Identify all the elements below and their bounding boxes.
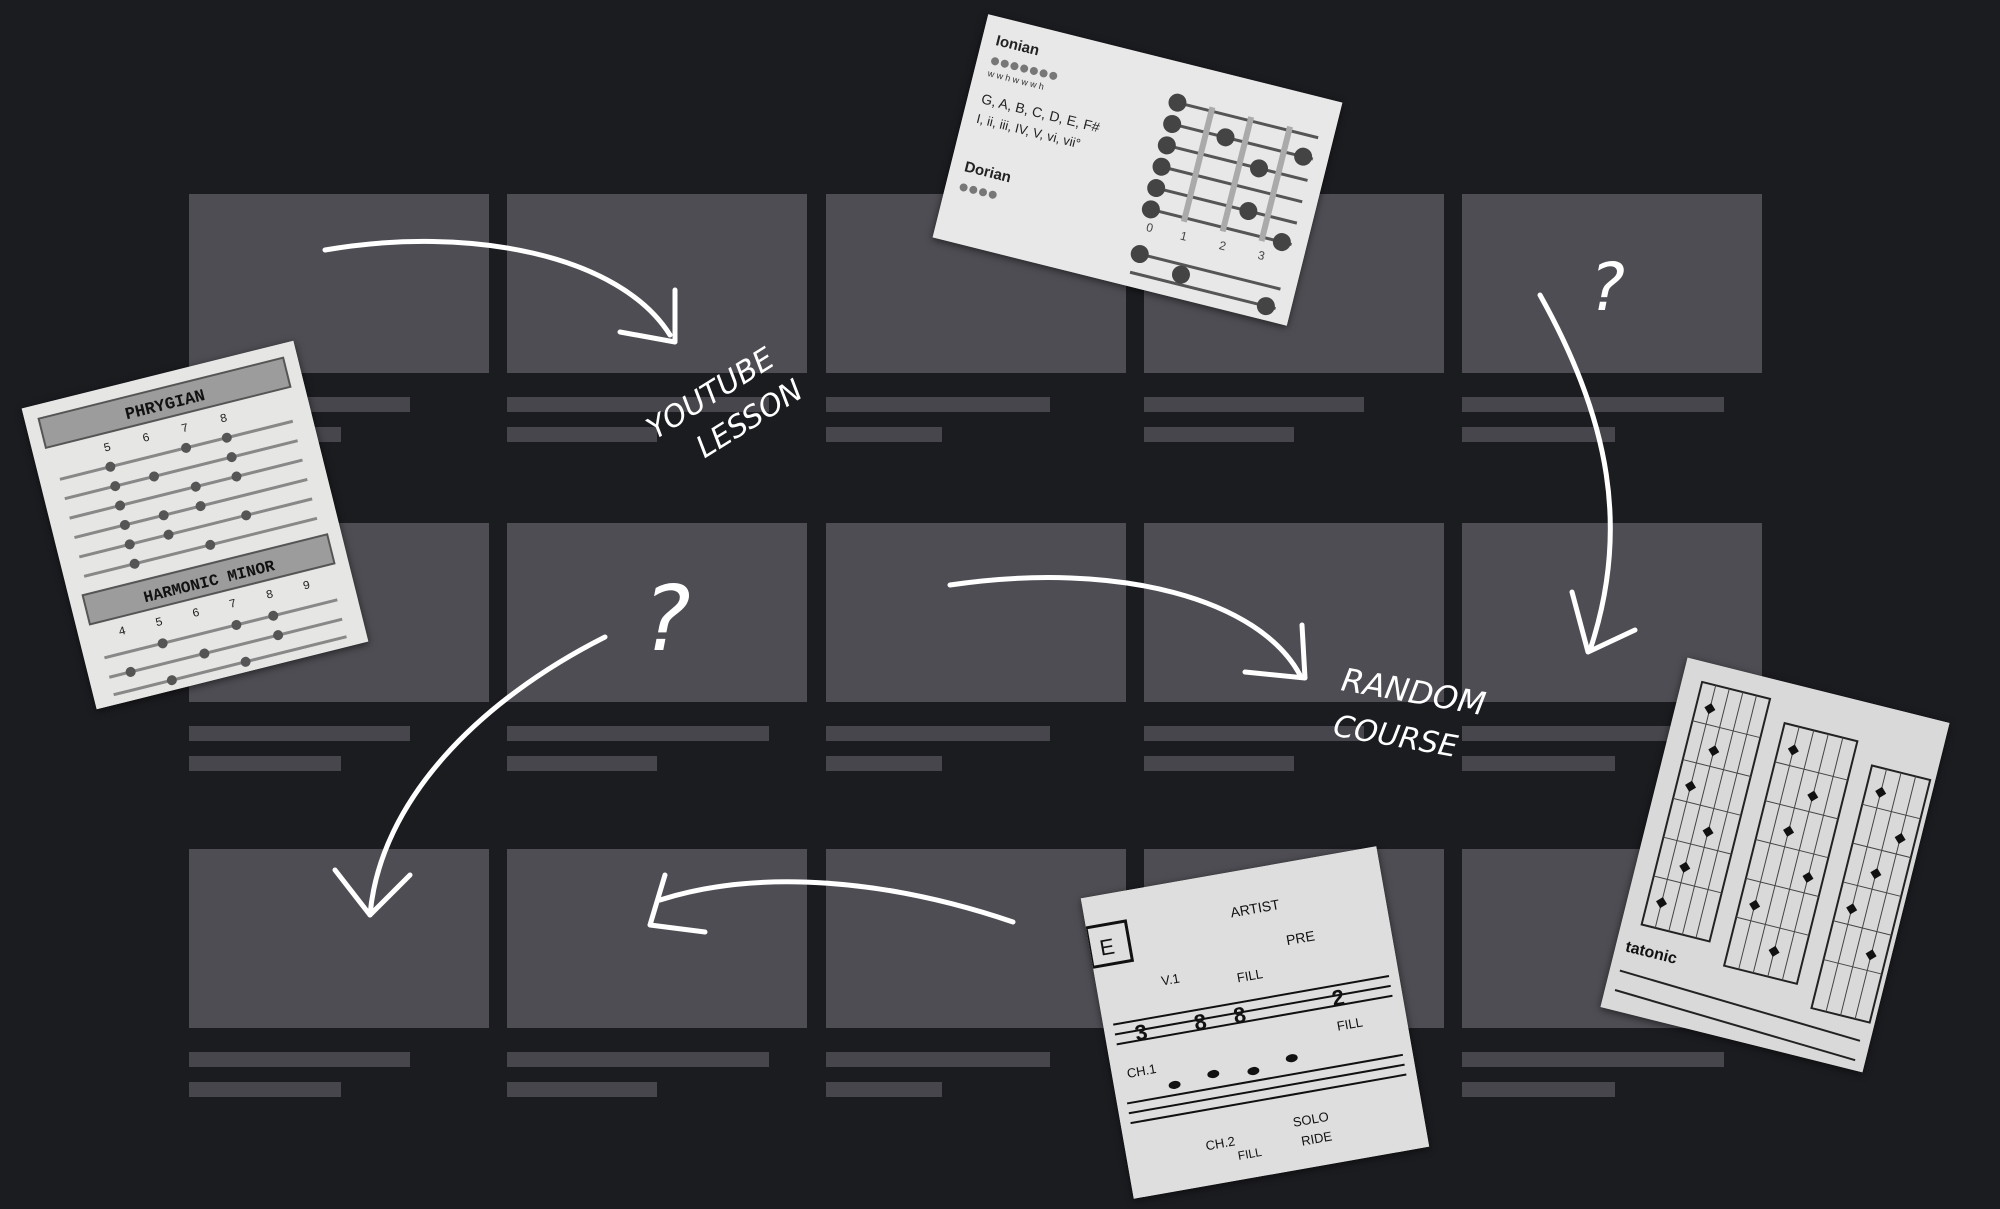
placeholder-subtitle-line [1144,756,1294,771]
placeholder-title-line [1144,397,1364,412]
placeholder-subtitle-line [507,427,657,442]
chart-label: PRE [1285,927,1316,948]
placeholder-title-line [507,397,769,412]
placeholder-subtitle-line [507,1082,657,1097]
pentatonic-scale-sheet: tatonic [1600,657,1950,1073]
placeholder-subtitle-line [1462,1082,1615,1097]
chart-number: 8 [1192,1009,1208,1036]
placeholder-subtitle-line [1462,427,1615,442]
placeholder-title-line [507,726,769,741]
chart-label: CH.1 [1126,1061,1158,1081]
fret-number: 1 [1179,229,1189,244]
placeholder-thumbnail[interactable] [1462,194,1762,373]
chart-number: 3 [1133,1019,1149,1046]
placeholder-subtitle-line [1144,427,1294,442]
chart-label: FILL [1336,1014,1364,1033]
placeholder-subtitle-line [826,756,942,771]
chart-label: RIDE [1300,1128,1334,1148]
svg-text:E: E [1098,933,1117,960]
fret-number: 0 [1145,220,1155,235]
chart-label: FILL [1237,1145,1263,1163]
fret-number: 7 [180,421,190,436]
fret-number: 9 [301,578,311,593]
fret-number: 5 [154,615,164,630]
chart-label: FILL [1236,966,1264,985]
placeholder-subtitle-line [507,756,657,771]
placeholder-thumbnail[interactable] [826,849,1126,1028]
placeholder-title-line [1462,1052,1724,1067]
placeholder-thumbnail[interactable] [826,523,1126,702]
placeholder-subtitle-line [189,756,341,771]
placeholder-subtitle-line [189,1082,341,1097]
fret-number: 4 [117,624,127,639]
placeholder-title-line [826,397,1050,412]
chart-label: V.1 [1160,971,1181,989]
ionian-scale-sheet: Ionian w w h w w w h G, A, B, C, D, E, F… [932,14,1343,326]
fret-number: 6 [191,606,201,621]
placeholder-title-line [189,1052,410,1067]
placeholder-title-line [507,1052,769,1067]
chord-chart-sheet: E ARTIST PRE V.1 FILL 3 8 8 2 CH.1 FILL … [1080,846,1430,1199]
fret-number: 8 [265,587,275,602]
fret-number: 8 [219,411,229,426]
fret-number: 7 [228,597,238,612]
placeholder-subtitle-line [826,427,942,442]
placeholder-subtitle-line [1462,756,1615,771]
placeholder-title-line [1144,726,1364,741]
placeholder-thumbnail[interactable] [507,849,807,1028]
fret-number: 3 [1256,248,1266,263]
placeholder-thumbnail[interactable] [507,523,807,702]
fret-number: 5 [102,440,112,455]
fret-number: 6 [141,431,151,446]
placeholder-title-line [1462,397,1724,412]
placeholder-title-line [1462,726,1724,741]
chart-label: SOLO [1292,1109,1330,1130]
chart-number: 2 [1330,984,1346,1011]
placeholder-thumbnail[interactable] [507,194,807,373]
placeholder-title-line [189,726,410,741]
placeholder-subtitle-line [826,1082,942,1097]
chart-label: CH.2 [1204,1133,1236,1153]
chart-number: 8 [1231,1002,1247,1029]
fret-number: 2 [1218,238,1228,253]
placeholder-thumbnail[interactable] [189,849,489,1028]
placeholder-title-line [826,726,1050,741]
phrygian-scale-sheet: PHRYGIAN 5 6 7 8 HARMONIC MINOR 4 5 6 7 [21,340,369,710]
placeholder-thumbnail[interactable] [1144,523,1444,702]
placeholder-title-line [826,1052,1050,1067]
placeholder-thumbnail[interactable] [189,194,489,373]
